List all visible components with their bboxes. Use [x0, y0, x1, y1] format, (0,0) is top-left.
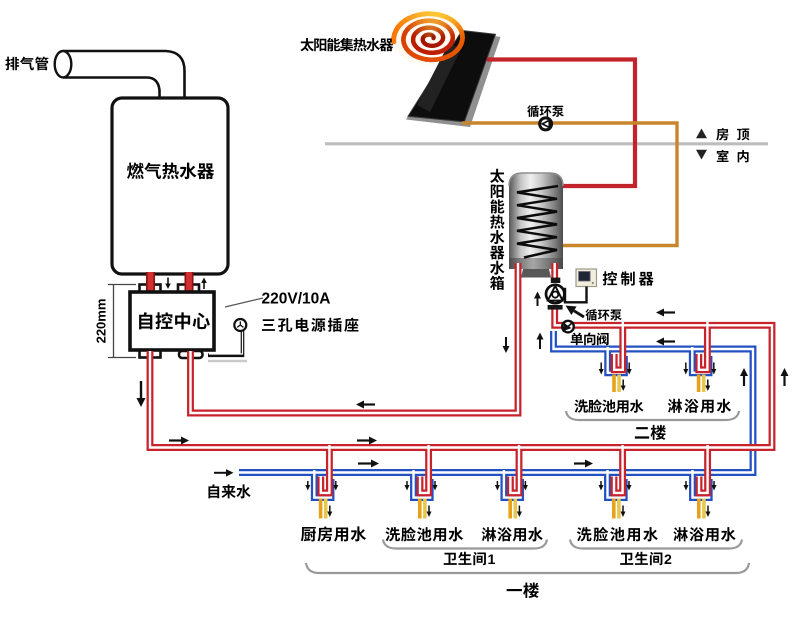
svg-text:2: 2: [664, 552, 672, 568]
svg-text:1: 1: [488, 552, 496, 568]
svg-text:220mm: 220mm: [94, 299, 109, 344]
svg-text:220V/10A: 220V/10A: [262, 291, 331, 308]
